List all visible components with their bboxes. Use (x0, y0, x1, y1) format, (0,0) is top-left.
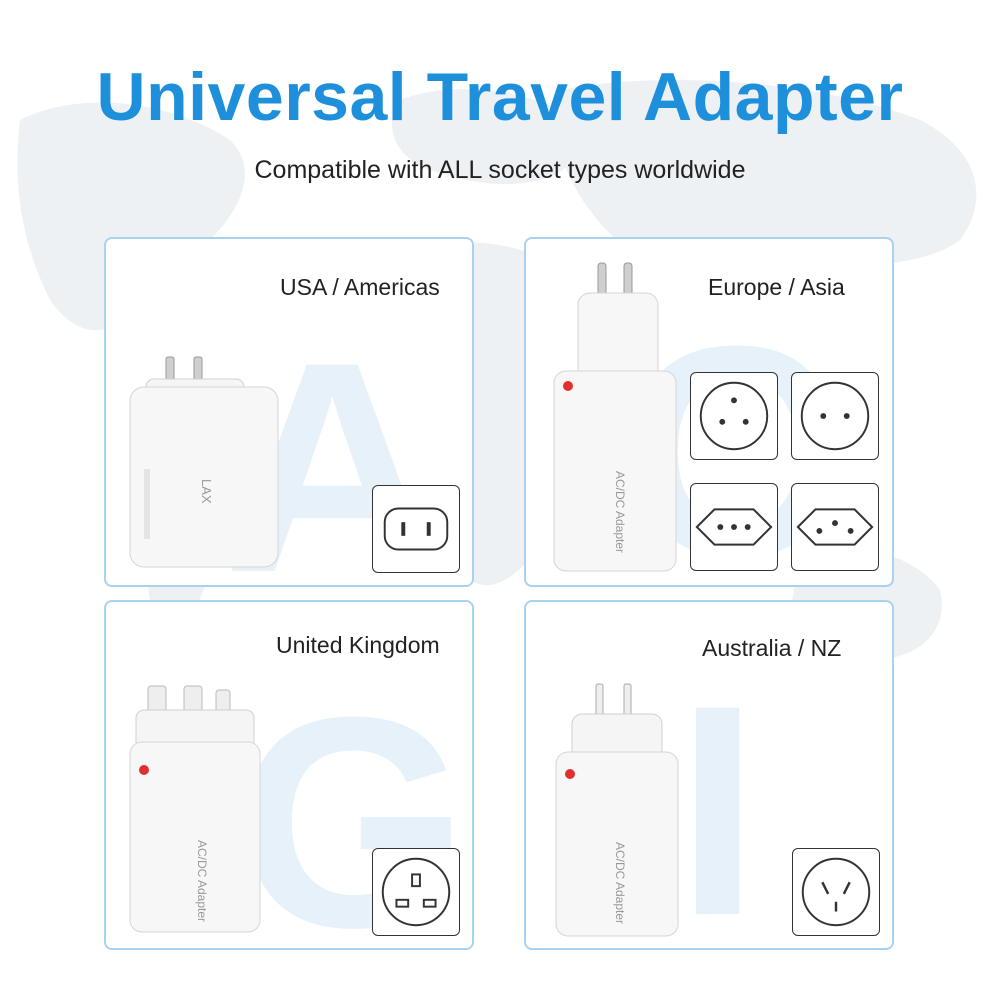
adapter-type-c-image: AC/DC Adapter (553, 262, 677, 572)
svg-text:AC/DC Adapter: AC/DC Adapter (613, 842, 627, 924)
type-j-socket-icon (690, 483, 778, 571)
panel-europe-asia: C Europe / Asia AC/DC Adapter (524, 237, 894, 587)
au-socket-icon (792, 848, 880, 936)
page-subtitle: Compatible with ALL socket types worldwi… (254, 156, 746, 184)
us-socket-icon (372, 485, 460, 573)
type-c-round-socket-icon (791, 372, 879, 460)
region-label: United Kingdom (276, 632, 440, 658)
adapter-type-i-image: AC/DC Adapter (555, 683, 679, 937)
type-c-flat-socket-icon (791, 483, 879, 571)
background-letter: I (676, 642, 760, 950)
region-label: Australia / NZ (702, 635, 842, 661)
panel-usa-americas: A USA / Americas LAX (104, 237, 474, 587)
region-label: Europe / Asia (708, 274, 845, 300)
panel-united-kingdom: G United Kingdom AC/DC Adapter (104, 600, 474, 950)
panel-australia-nz: I Australia / NZ AC/DC Adapter (524, 600, 894, 950)
region-label: USA / Americas (280, 274, 440, 300)
svg-text:AC/DC Adapter: AC/DC Adapter (195, 840, 209, 922)
type-e-socket-icon (690, 372, 778, 460)
svg-text:AC/DC Adapter: AC/DC Adapter (613, 471, 627, 553)
uk-socket-icon (372, 848, 460, 936)
adapter-type-a-image: LAX (129, 356, 279, 568)
device-print: LAX (199, 479, 214, 504)
adapter-type-g-image: AC/DC Adapter (129, 685, 261, 933)
page-title: Universal Travel Adapter (96, 59, 904, 135)
